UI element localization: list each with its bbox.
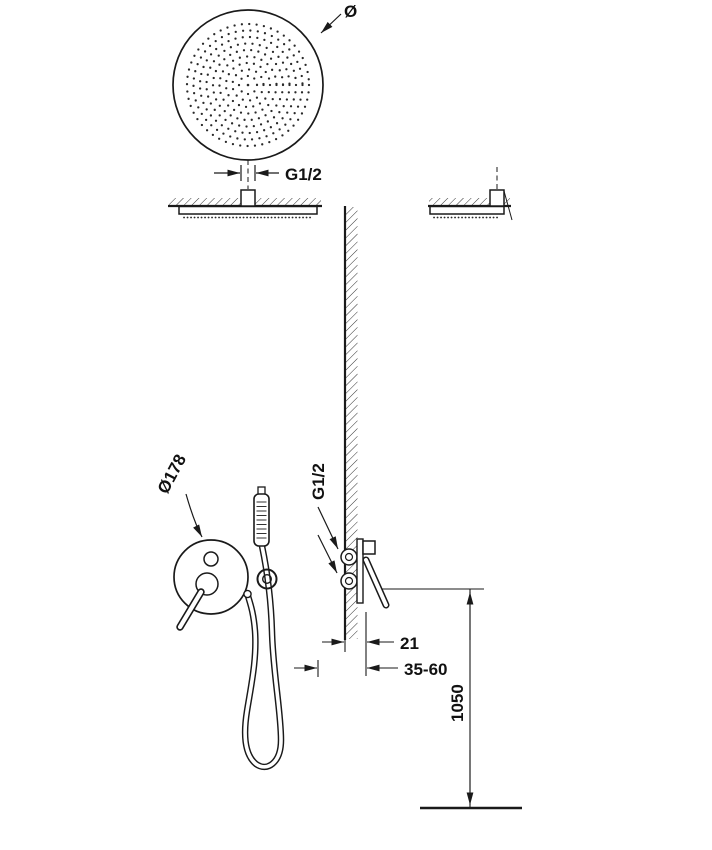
dim-height-label: 1050 bbox=[448, 684, 467, 722]
ceiling-section-left bbox=[168, 189, 322, 219]
ceiling-hatch-right bbox=[429, 198, 510, 206]
trim-plate-edge bbox=[356, 538, 364, 604]
head-diameter-callout: Ø bbox=[320, 2, 357, 34]
inlet-top-bore bbox=[344, 552, 354, 562]
hand-shower-handle bbox=[253, 486, 270, 547]
ceiling-connection-fitting-right bbox=[489, 189, 505, 207]
hand-shower bbox=[241, 486, 285, 771]
dimension-height: 1050 bbox=[382, 588, 522, 810]
inlet-bottom-bore bbox=[344, 576, 354, 586]
head-connection-label: G1/2 bbox=[285, 165, 322, 184]
wall-section bbox=[343, 206, 358, 640]
dim-wall-range-label: 35-60 bbox=[404, 660, 447, 679]
plate-diameter-label: Ø178 bbox=[154, 451, 190, 497]
rain-head-top-view bbox=[172, 9, 324, 161]
ceiling-section-right bbox=[428, 167, 513, 221]
ceiling-connection-fitting bbox=[240, 189, 256, 207]
head-diameter-label: Ø bbox=[344, 2, 357, 21]
rain-head-side-view-right bbox=[429, 205, 505, 215]
shower-hose bbox=[241, 545, 285, 771]
dimension-valve-depth: 21 bbox=[322, 612, 419, 676]
plate-diameter-leader-arrow bbox=[185, 493, 203, 538]
valve-connection-callout: G1/2 bbox=[309, 463, 339, 574]
diverter-knob bbox=[203, 551, 219, 567]
mixer-valve-side-view bbox=[340, 538, 390, 609]
valve-connection-arrows bbox=[317, 506, 339, 574]
hose-end-fitting bbox=[243, 589, 252, 599]
dim-valve-depth-label: 21 bbox=[400, 634, 419, 653]
wall-bracket bbox=[256, 568, 278, 590]
grip-texture bbox=[256, 501, 267, 539]
wall-hatch bbox=[345, 207, 358, 639]
head-connection-dimension: G1/2 bbox=[214, 160, 322, 189]
plate-diameter-callout: Ø178 bbox=[154, 451, 203, 538]
break-line bbox=[503, 190, 513, 221]
mixer-trim-plate-front-view bbox=[173, 539, 249, 631]
valve-connection-label: G1/2 bbox=[309, 463, 328, 500]
head-diameter-leader-arrow bbox=[320, 13, 342, 34]
lever-handle bbox=[176, 588, 205, 631]
dimension-wall-range: 35-60 bbox=[294, 660, 447, 679]
nozzle-pattern bbox=[185, 22, 311, 148]
rain-head-side-view bbox=[178, 205, 318, 215]
valve-lever bbox=[362, 556, 390, 609]
outlet-fitting bbox=[362, 540, 376, 555]
